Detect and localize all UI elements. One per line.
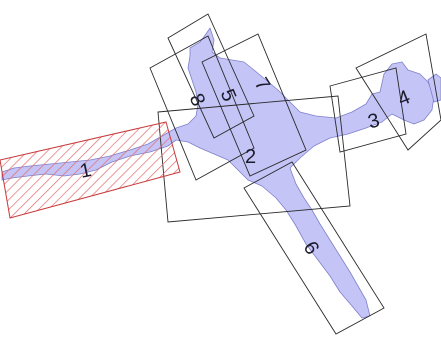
tile-frame-4[interactable] — [355, 33, 441, 151]
tile-frame-7[interactable] — [201, 33, 307, 177]
tile-frame-2[interactable] — [157, 95, 351, 223]
cave-passage-east-tip — [427, 73, 441, 103]
tile-frame-6[interactable] — [243, 161, 385, 335]
tile-label-2: 2 — [245, 146, 256, 168]
tile-frame-8[interactable] — [167, 13, 255, 139]
tile-label-3: 3 — [366, 109, 382, 133]
tile-frame-3[interactable] — [329, 67, 407, 153]
tile-frames — [0, 13, 441, 335]
tile-frame-1-highlighted[interactable] — [0, 121, 181, 219]
tile-frame-5[interactable] — [149, 35, 255, 181]
tile-label-1: 1 — [78, 159, 93, 183]
